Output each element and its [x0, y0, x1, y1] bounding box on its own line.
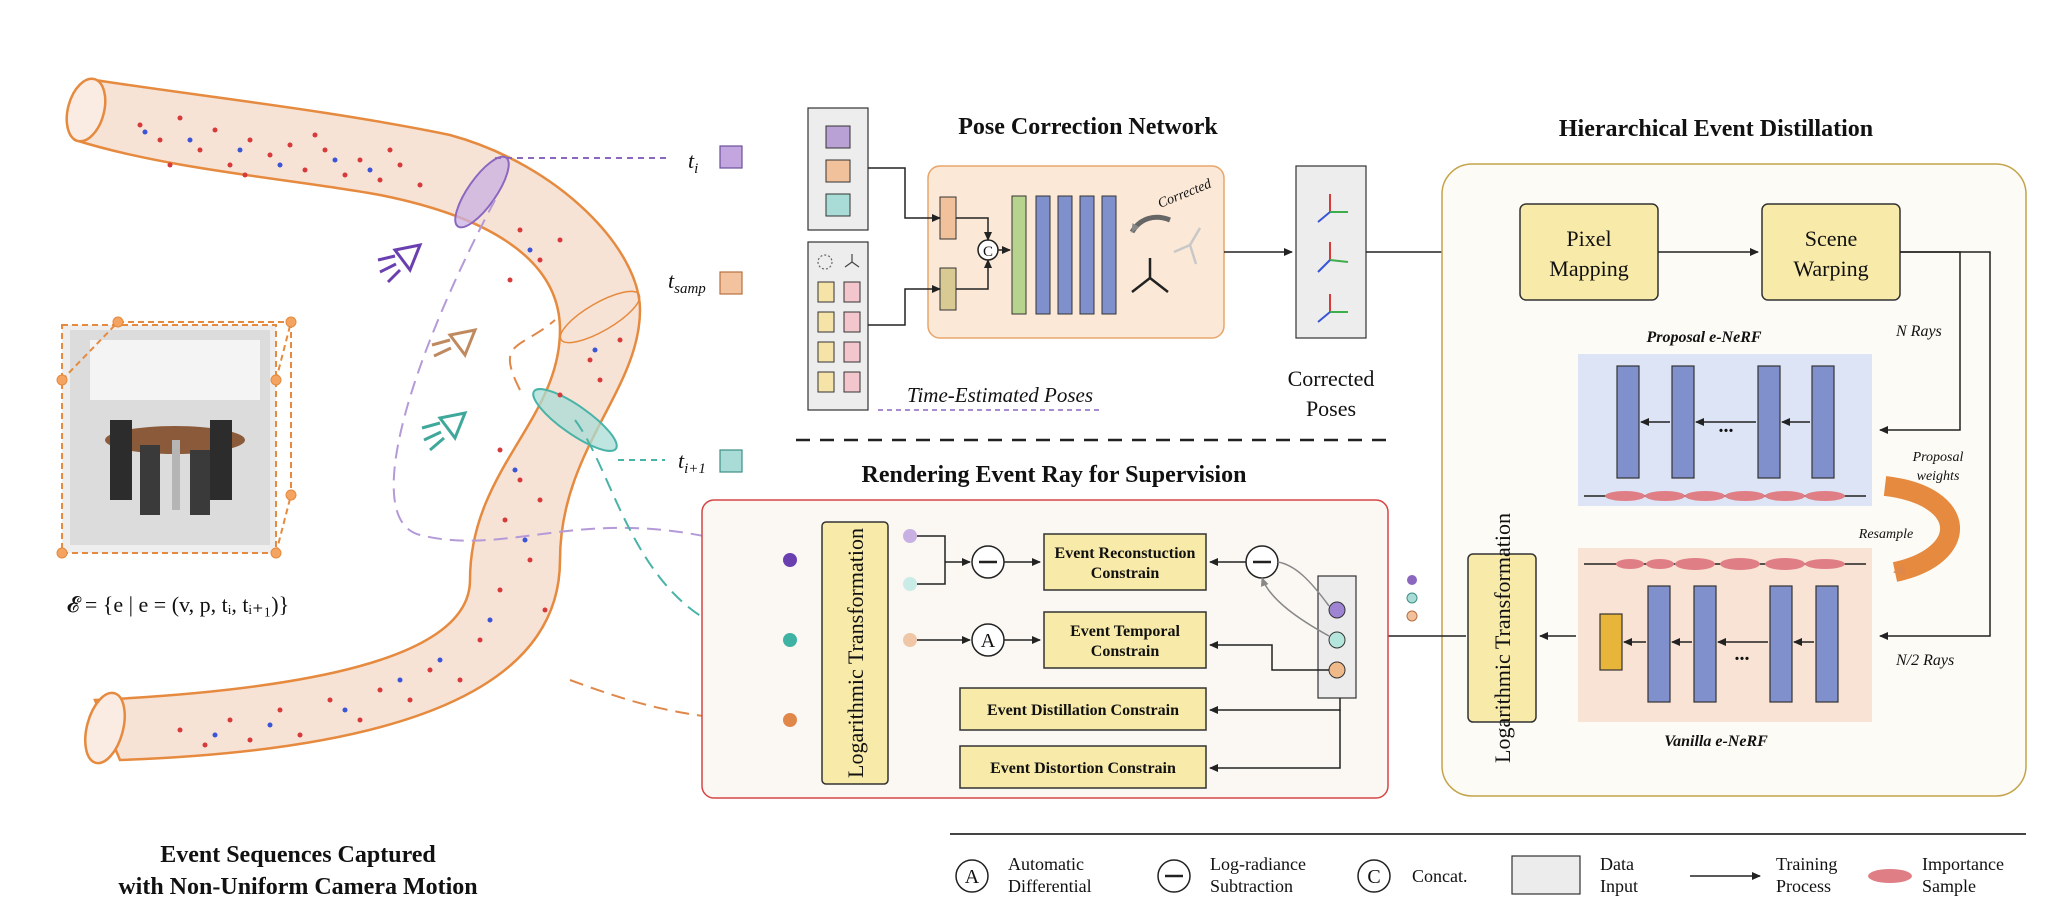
camera-icons: [377, 242, 478, 452]
svg-text:Mapping: Mapping: [1549, 256, 1628, 281]
svg-text:Event Reconstuction: Event Reconstuction: [1055, 545, 1196, 562]
t-samp-label: tsamp: [668, 268, 706, 297]
event-dots: [137, 115, 623, 748]
pixel-mapping-block: [1519, 203, 1659, 301]
svg-text:A: A: [965, 866, 980, 888]
distortion-constraint: [959, 745, 1207, 789]
svg-text:Subtraction: Subtraction: [1210, 876, 1293, 896]
svg-text:...: ...: [1735, 643, 1750, 665]
left-title-line2: with Non-Uniform Camera Motion: [118, 874, 477, 900]
svg-text:Constrain: Constrain: [1091, 643, 1160, 660]
svg-text:Concat.: Concat.: [1412, 866, 1468, 886]
orange-ray-arrow: [569, 679, 788, 728]
legend: A Automatic Differential Log-radiance Su…: [955, 854, 2004, 896]
legend-concat-icon: [1357, 859, 1391, 893]
t-i1-swatch: [719, 449, 743, 473]
svg-text:Event Temporal: Event Temporal: [1070, 623, 1180, 640]
camera-purple-icon: [377, 242, 423, 284]
rendering-title: Rendering Event Ray for Supervision: [862, 462, 1247, 488]
svg-text:Log-radiance: Log-radiance: [1210, 854, 1306, 874]
svg-text:Scene: Scene: [1805, 226, 1858, 251]
svg-text:Training: Training: [1776, 854, 1837, 874]
svg-text:Poses: Poses: [1306, 396, 1356, 421]
distillation-constraint: [959, 687, 1207, 731]
svg-text:Process: Process: [1776, 876, 1831, 896]
svg-text:Vanilla e-NeRF: Vanilla e-NeRF: [1664, 733, 1768, 750]
importance-samples-proposal: [1605, 491, 1845, 501]
svg-text:Pixel: Pixel: [1566, 226, 1611, 251]
purple-ray-arrow: [392, 199, 788, 563]
svg-text:Warping: Warping: [1793, 256, 1868, 281]
svg-text:Event Distillation Constrain: Event Distillation Constrain: [987, 702, 1179, 719]
legend-data-input-icon: [1511, 855, 1581, 895]
svg-text:Proposal e-NeRF: Proposal e-NeRF: [1645, 329, 1761, 346]
svg-text:Logarithmic Transformation: Logarithmic Transformation: [1490, 513, 1515, 763]
svg-text:C: C: [1367, 866, 1380, 888]
svg-text:Data: Data: [1600, 854, 1634, 874]
svg-text:Automatic: Automatic: [1008, 854, 1084, 874]
svg-text:Proposal: Proposal: [1912, 450, 1964, 465]
svg-text:Corrected: Corrected: [1288, 366, 1375, 391]
scene-warping-block: [1761, 203, 1901, 301]
svg-text:weights: weights: [1917, 469, 1960, 484]
reconstruction-constraint: [1043, 533, 1207, 591]
corrected-arrow: [1129, 214, 1171, 234]
camera-brown-icon: [431, 327, 478, 359]
resample-arrow: [1883, 476, 1960, 582]
svg-text:Logarithmic Transformation: Logarithmic Transformation: [843, 528, 868, 778]
svg-text:Constrain: Constrain: [1091, 565, 1160, 582]
camera-teal-icon: [421, 410, 468, 452]
estimated-pose-icon: [1173, 227, 1202, 265]
event-set-formula: 𝓔 = {e | e = (v, p, tᵢ, tᵢ₊₁)}: [67, 592, 289, 617]
temporal-constraint: [1043, 611, 1207, 669]
pose-axes-icons: [1317, 194, 1349, 323]
orange-sample-dot: [783, 713, 797, 727]
hierarchical-title: Hierarchical Event Distillation: [1559, 116, 1873, 142]
svg-text:Sample: Sample: [1922, 876, 1976, 896]
svg-text:...: ...: [1719, 415, 1734, 437]
svg-text:Differential: Differential: [1008, 876, 1092, 896]
axes-small-icon: [844, 254, 860, 268]
t-samp-swatch: [719, 271, 743, 295]
pose-correction-title: Pose Correction Network: [958, 114, 1218, 140]
svg-text:Input: Input: [1600, 876, 1638, 896]
scene-cube: [56, 316, 297, 559]
importance-samples-vanilla: [1616, 558, 1845, 570]
t-i-label: ti: [688, 148, 698, 177]
log-transform-block-right: [1467, 553, 1537, 723]
left-title-line1: Event Sequences Captured: [160, 842, 436, 868]
legend-importance-icon: [1868, 869, 1912, 883]
time-estimated-label: Time-Estimated Poses: [907, 383, 1093, 407]
svg-text:A: A: [981, 630, 996, 652]
clock-icon: [817, 254, 833, 270]
teal-sample-dot: [783, 633, 797, 647]
t-i-swatch: [719, 145, 743, 169]
svg-text:C: C: [983, 244, 993, 260]
legend-autodiff-icon: [955, 859, 989, 893]
time-markers: ti tsamp ti+1: [495, 145, 743, 477]
svg-text:Importance: Importance: [1922, 854, 2004, 874]
purple-sample-dot: [783, 553, 797, 567]
corrected-pose-icon: [1131, 258, 1169, 293]
svg-text:Resample: Resample: [1858, 527, 1913, 542]
svg-text:N Rays: N Rays: [1895, 323, 1942, 340]
svg-text:N/2 Rays: N/2 Rays: [1895, 652, 1954, 669]
log-transform-block-left: [821, 521, 889, 785]
svg-text:Event Distortion Constrain: Event Distortion Constrain: [990, 760, 1176, 777]
t-i1-label: ti+1: [678, 448, 706, 477]
